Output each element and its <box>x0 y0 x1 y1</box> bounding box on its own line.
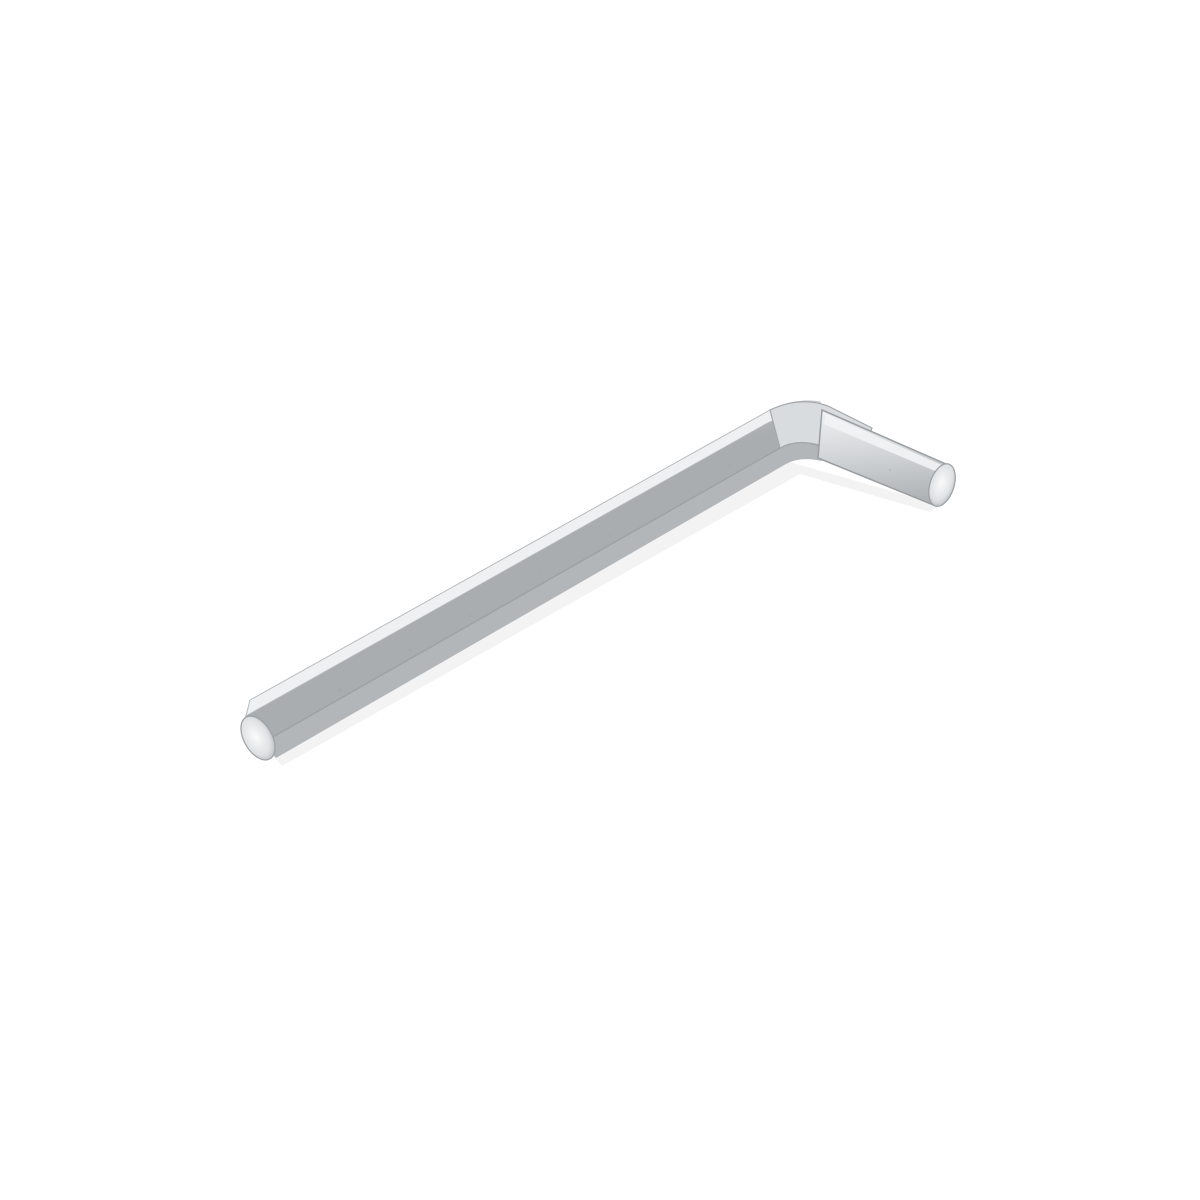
short-arm-end-cap <box>928 463 956 507</box>
short-arm-top-highlight <box>824 414 944 474</box>
long-arm-end-cap <box>240 715 276 761</box>
wrench-shadow <box>270 462 940 766</box>
long-arm-lower-face <box>262 442 822 758</box>
surface-texture <box>338 464 892 692</box>
long-arm-main-face <box>244 413 823 743</box>
